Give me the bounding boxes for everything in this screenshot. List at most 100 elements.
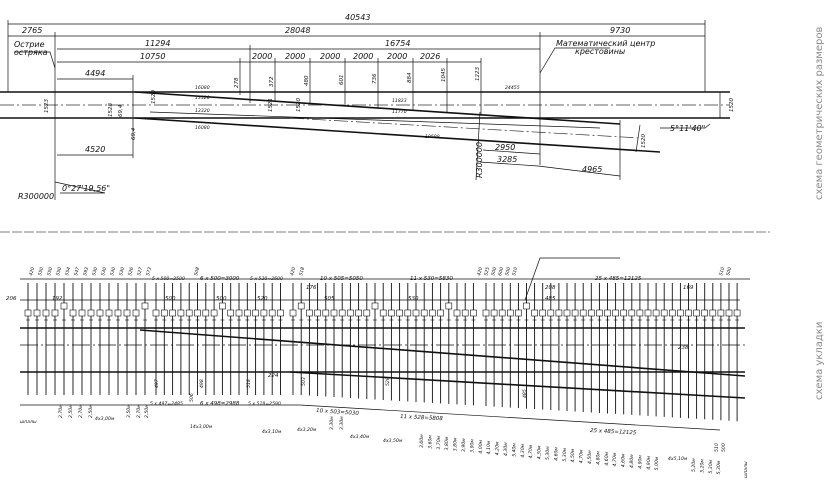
sleeper-spacing-label: 420 (28, 266, 36, 276)
rail-plate (429, 309, 436, 317)
rail-plate (152, 309, 160, 317)
sleeper-length-label: 3,90м (461, 438, 467, 452)
dimension-label: 2000 (387, 52, 407, 61)
sleeper-length-label: 5,20м (699, 459, 705, 473)
dimension-label: 505 (324, 296, 335, 302)
rail-length-label: 16080 (195, 125, 210, 131)
sleeper-length-label: шпалы (20, 420, 37, 425)
gauge-label: 1520 (729, 98, 735, 112)
rail-plate (733, 309, 741, 317)
gauge-label: 1520 (151, 90, 157, 104)
rail-plate (412, 309, 420, 317)
dimension-label: 238 (678, 345, 689, 351)
sleeper-spacing-label: 5 x 497=2485 (150, 401, 183, 407)
sleeper-length-label: 4x3,10м (262, 429, 282, 435)
rail-plate (132, 309, 140, 317)
gauge-label: 1528 (108, 103, 114, 117)
sleeper-spacing-label: 25 x 485=12125 (590, 428, 637, 436)
rail-plate (268, 309, 276, 317)
sleeper-spacing-label: 506 (189, 393, 195, 402)
dimension-label: 4965 (582, 165, 602, 174)
sleeper-spacing-label: 503 (301, 377, 307, 386)
sleeper-length-label: 4,70м (612, 452, 618, 466)
rail-plate (42, 309, 50, 317)
rail-plate (677, 309, 684, 317)
rail-plate (668, 309, 676, 317)
sleeper-length-label: 4,30м (520, 443, 526, 457)
rail-plate (437, 309, 444, 317)
sleeper-spacing-label: 11 x 528=5808 (400, 414, 444, 422)
rail-length-label: 11823 (392, 98, 407, 104)
sleeper-length-label: 4x3,00м (95, 416, 115, 422)
sleeper-spacing-label: 485 (522, 389, 528, 398)
sleeper-spacing-label: 550 (46, 266, 54, 276)
offset-label: 1223 (475, 67, 481, 81)
sleeper-length-label: 3,60м (427, 435, 433, 449)
sleeper-spacing-label: 530 (118, 266, 126, 276)
sleeper-spacing-label: 525 (483, 266, 491, 276)
sleeper-spacing-label: 25 x 485=12125 (595, 276, 642, 282)
sleepers (24, 283, 741, 422)
sleeper-length-label: 4,10м (486, 440, 492, 454)
sleeper-length-label: 2,70м (78, 404, 84, 418)
sleeper-spacing-label: 510 (718, 266, 726, 276)
rail-plate (515, 309, 522, 317)
dimension-label: 2950 (495, 143, 515, 152)
rail-plate (51, 309, 59, 317)
dimension-label: 500 (165, 296, 176, 302)
dimension-label: 16754 (385, 39, 410, 48)
dimension-label: 9730 (610, 26, 630, 35)
sleeper-spacing-label: 6 x 500=3000 (200, 276, 240, 282)
geometry-scheme (0, 20, 730, 200)
sleeper-spacing-label: 527 (136, 266, 144, 276)
rail-plate (105, 309, 113, 317)
rail-plate (628, 309, 636, 317)
sleeper-spacing-label: 530 (109, 266, 117, 276)
dimension-label: 208 (545, 285, 556, 291)
sleeper-length-label: 5,30м (716, 460, 722, 474)
dimension-label: 2000 (320, 52, 340, 61)
rail-plate (498, 309, 506, 317)
sleeper-spacing-label: 10 x 503=5030 (316, 408, 360, 417)
sleeper-spacing-label: 10 x 505=5050 (320, 276, 363, 282)
sleeper-length-label: 5,20м (691, 458, 697, 472)
sleeper-length-label: 5,00м (654, 456, 660, 470)
sleeper-length-label: 2,50м (68, 404, 74, 418)
sleeper-spacing-label: 550 (55, 266, 63, 276)
dimension-label: 2026 (420, 52, 440, 61)
sleeper-length-label: 3,80м (444, 436, 450, 450)
sleeper-length-label: 4x3,50м (383, 438, 403, 444)
rail-plate (420, 309, 428, 317)
sleeper-length-label: 4,80м (595, 451, 601, 465)
rail-plate (563, 309, 571, 317)
sleeper-spacing-label: 518 (298, 266, 306, 276)
gauge-label: 69,4 (131, 127, 137, 140)
sleeper-spacing-label: 528 (385, 377, 391, 386)
gauge-label: 1520 (641, 134, 647, 148)
angle-label: 0°27'19,56" (62, 184, 110, 193)
frog-center-label: Математический центр (556, 39, 655, 48)
frog-center-label: крестовины (575, 47, 625, 56)
rail-plate (69, 309, 77, 317)
sleeper-length-label: 5,40м (511, 443, 517, 457)
rail-plate (330, 309, 338, 317)
rail-plate (717, 309, 725, 317)
sleeper-length-label: 3,60м (419, 434, 425, 448)
point-leader (14, 51, 56, 69)
sleeper-length-label: 4,60м (553, 447, 559, 461)
sleeper-length-label: 3,80м (453, 437, 459, 451)
dimension-label: 2000 (353, 52, 373, 61)
rail-plate (652, 309, 660, 317)
dimension-label: 206 (6, 296, 17, 302)
offset-label: 278 (234, 77, 240, 88)
sleeper-length-label: 4,30м (503, 442, 509, 456)
dimension-label: 520 (257, 296, 268, 302)
rail-length-label: 11770 (392, 109, 407, 115)
offset-label: 372 (269, 76, 275, 87)
sleeper-length-label: 4,50м (587, 450, 593, 464)
rail-plate (461, 309, 469, 317)
offset-label: 884 (407, 72, 413, 83)
rail-plate (78, 309, 86, 317)
point-label: Острие (14, 40, 45, 49)
rail-plate (87, 309, 95, 317)
